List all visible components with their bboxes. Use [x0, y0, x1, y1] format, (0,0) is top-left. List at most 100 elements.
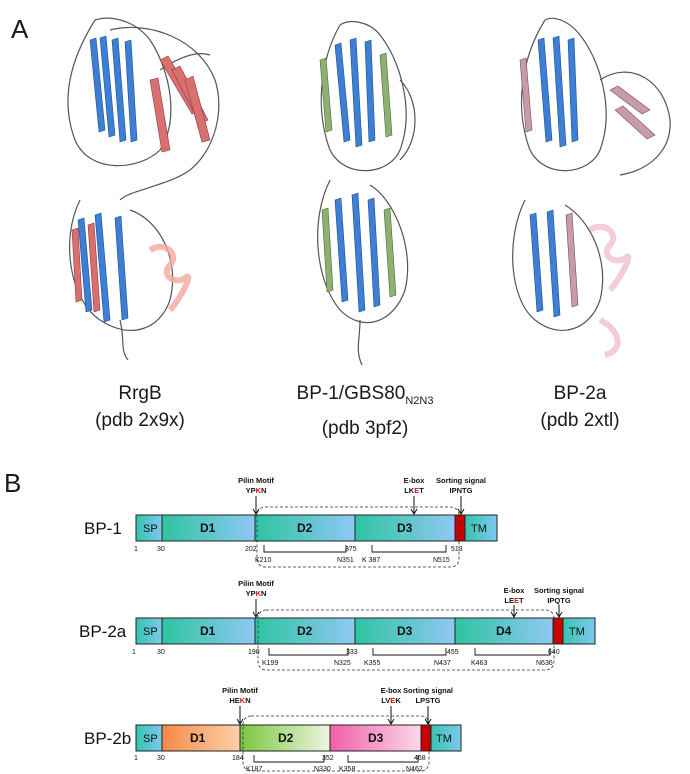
bp2b-pos-3: 184 — [232, 755, 244, 762]
bp2a-bond-3-end: N636 — [536, 660, 553, 667]
bp2a-structure — [512, 17, 671, 358]
rrgb-structure — [67, 17, 220, 361]
bp1-bond-1-end: N351 — [337, 557, 354, 564]
bp2a-tm-label: TM — [569, 626, 585, 638]
bp2a-domain-sp — [135, 617, 163, 645]
bp2a-pos-4: 333 — [346, 649, 358, 656]
bp1-ebox-seq: LKET — [404, 486, 424, 495]
bp2a-dashed-region — [257, 609, 555, 671]
bp1-bond-1-start: K210 — [255, 557, 271, 564]
bp1-domain-tm — [464, 514, 498, 542]
bp2a-caption: BP-2a (pdb 2xtl) — [500, 380, 660, 434]
bp2b-pos-5: 468 — [414, 755, 426, 762]
bp2b-pos-1: 1 — [134, 755, 138, 762]
bp2b-sp-label: SP — [143, 733, 158, 745]
bp2b-domain-tm — [430, 724, 462, 752]
bp2a-pos-5: 455 — [447, 649, 459, 656]
bp2b-bond-1 — [253, 755, 325, 763]
bp2b-d1-label: D1 — [190, 731, 206, 745]
bp1-pos-2: 30 — [157, 546, 165, 553]
bp1-pilin-seq: YPKN — [246, 486, 267, 495]
bp2a-sorting-seq: IPQTG — [547, 596, 571, 605]
bp2a-pos-6: 640 — [548, 649, 560, 656]
bp2a-bond-2 — [372, 648, 447, 656]
bp2b-d3-label: D3 — [368, 731, 384, 745]
bp2a-sorting-title: Sorting signal — [534, 586, 584, 595]
bp2a-ebox-seq: LEET — [504, 596, 524, 605]
bp1-d1-label: D1 — [200, 521, 216, 535]
bp1-construct-name: BP-1 — [84, 519, 122, 538]
bp1-sorting-seq: IPNTG — [450, 486, 473, 495]
bp1-pdb: (pdb 3pf2) — [321, 417, 409, 439]
bp1-dashed-region — [256, 506, 460, 568]
bp1-d3-label: D3 — [397, 521, 413, 535]
bp2b-dashed-region — [242, 715, 430, 772]
bp2a-bond-1 — [268, 648, 349, 656]
bp1-pos-5: 513 — [451, 546, 463, 553]
bp2b-ebox-title: E-box — [381, 686, 403, 695]
bp2b-construct-name: BP-2b — [84, 729, 131, 748]
bp2b-pos-2: 30 — [157, 755, 165, 762]
rrgb-caption: RrgB (pdb 2x9x) — [60, 380, 220, 434]
bp1-domain-sp — [135, 514, 163, 542]
bp2b-tm-label: TM — [436, 733, 452, 745]
bp2b-sorting-box — [420, 724, 432, 752]
bp2a-domain-tm — [562, 617, 596, 645]
bp2a-pos-3: 190 — [248, 649, 260, 656]
rrgb-name: RrgB — [118, 383, 162, 404]
bp1-pos-1: 1 — [134, 546, 138, 553]
bp2b-pilin-seq: HEKN — [229, 696, 250, 705]
bp2b-d2-label: D2 — [278, 731, 294, 745]
bp2a-bond-2-end: N437 — [434, 660, 451, 667]
bp1-bond-2-start: K 387 — [362, 557, 380, 564]
bp2a-d2-label: D2 — [297, 624, 313, 638]
panel-a-letter: A — [11, 14, 29, 44]
bp2a-pdb: (pdb 2xtl) — [540, 410, 620, 431]
bp1-caption: BP-1/GBS80N2N3 (pdb 3pf2) — [270, 380, 460, 442]
bp2a-domain-d1 — [161, 617, 256, 645]
bp1-structure — [317, 21, 416, 366]
bp1-name: BP-1/GBS80N2N3 — [296, 383, 434, 407]
bp2b-domain-d2 — [239, 724, 331, 752]
bp2a-ebox-title: E-box — [504, 586, 526, 595]
bp2a-d1-label: D1 — [200, 624, 216, 638]
bp2a-pos-1: 1 — [132, 649, 136, 656]
bp1-tm-label: TM — [471, 523, 487, 535]
bp2a-sp-label: SP — [143, 626, 158, 638]
bp1-pilin-title: Pilin Motif — [238, 476, 274, 485]
bp1-bond-1 — [263, 545, 347, 553]
bp2b-pilin-title: Pilin Motif — [222, 686, 258, 695]
bp2b-pos-4: 352 — [322, 755, 334, 762]
bp1-d2-label: D2 — [297, 521, 313, 535]
bp2a-bond-3 — [474, 648, 551, 656]
bp2b-domain-d1 — [161, 724, 241, 752]
bp2a-construct-name: BP-2a — [79, 622, 127, 641]
bp1-domain-d3 — [354, 514, 456, 542]
panel-b-letter: B — [4, 468, 22, 498]
bp2b-sorting-title: Sorting signal — [403, 686, 453, 695]
bp1-sorting-box — [454, 514, 466, 542]
bp1-construct: BP-1 SP D1 D2 D3 TM Pilin Motif YPKN E-b… — [84, 476, 498, 568]
bp1-sorting-title: Sorting signal — [436, 476, 486, 485]
bp2a-sorting-box — [552, 617, 564, 645]
bp2a-bond-2-start: K355 — [364, 660, 380, 667]
bp2b-bond-2-end: N462 — [406, 766, 423, 773]
bp2b-bond-1-start: K187 — [246, 766, 262, 773]
bp2a-pos-2: 30 — [157, 649, 165, 656]
bp1-domain-d2 — [254, 514, 356, 542]
bp2a-construct: BP-2a SP D1 D2 D3 D4 TM Pilin Motif YPKN… — [79, 579, 596, 671]
rrgb-pdb: (pdb 2x9x) — [95, 410, 185, 431]
bp2a-pilin-seq: YPKN — [246, 589, 267, 598]
bp2a-d3-label: D3 — [397, 624, 413, 638]
bp2a-bond-3-start: K463 — [471, 660, 487, 667]
bp2a-bond-1-start: K199 — [262, 660, 278, 667]
bp1-bond-2-end: N515 — [433, 557, 450, 564]
bp2b-construct: BP-2b SP D1 D2 D3 TM Pilin Motif HEKN E-… — [84, 686, 462, 773]
bp2a-domain-d2 — [254, 617, 356, 645]
bp1-ebox-title: E-box — [404, 476, 426, 485]
bp2b-bond-2-start: K358 — [339, 766, 355, 773]
bp2a-domain-d4 — [454, 617, 554, 645]
bp2a-bond-1-end: N325 — [334, 660, 351, 667]
bp2a-d4-label: D4 — [496, 624, 512, 638]
